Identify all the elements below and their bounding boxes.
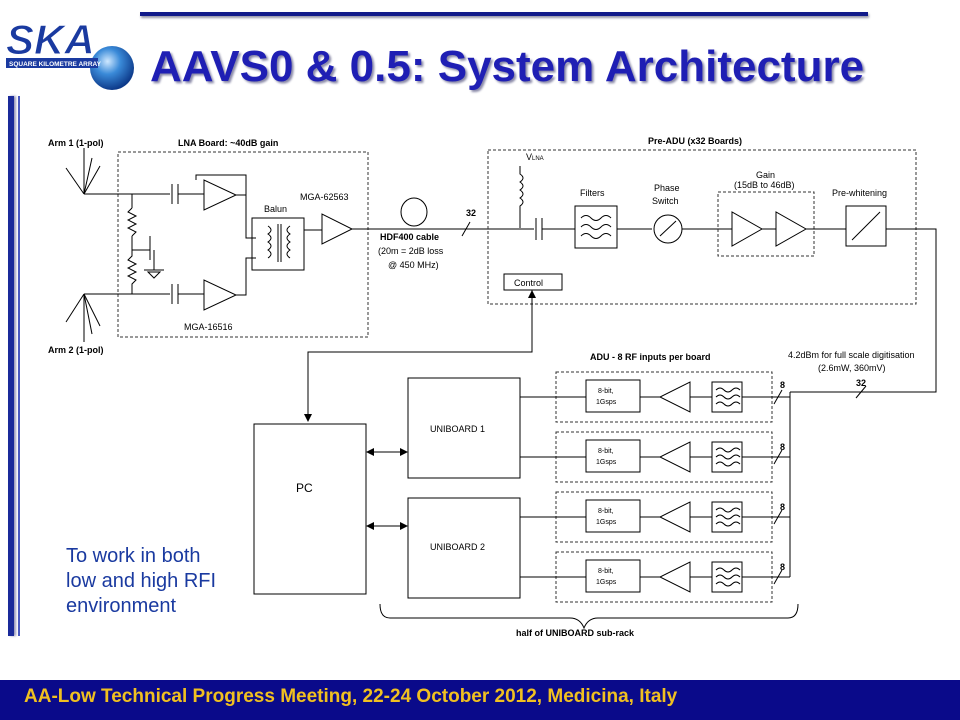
cable-title: HDF400 cable — [380, 232, 439, 242]
phase-label-1: Phase — [654, 183, 680, 193]
lna-amp-2-icon — [203, 279, 238, 311]
rfi-note: To work in both low and high RFI environ… — [66, 544, 216, 619]
antenna-arm2-icon — [65, 293, 101, 342]
pc-label: PC — [296, 481, 313, 495]
note-line-3: environment — [66, 595, 177, 617]
count-8-row4: 8 — [780, 562, 785, 572]
gain-stage-box — [717, 191, 815, 257]
adc-rate-1: 1Gsps — [596, 399, 617, 406]
pre-adu-label: Pre-ADU (x32 Boards) — [648, 136, 742, 146]
inductor-icon — [519, 166, 524, 228]
filter-icon — [574, 205, 618, 249]
gain-label-2: (15dB to 46dB) — [734, 180, 795, 190]
balun-icon — [251, 217, 305, 271]
fullscale-line2: (2.6mW, 360mV) — [818, 363, 886, 373]
cable-line2: (20m = 2dB loss — [378, 246, 444, 256]
note-line-2: low and high RFI — [66, 570, 217, 592]
count-8-row3: 8 — [780, 502, 785, 512]
cable-line3: @ 450 MHz) — [388, 260, 439, 270]
subrack-brace — [379, 603, 799, 630]
adc-label-2: 8-bit, — [598, 448, 614, 455]
prewhitening-label: Pre-whitening — [832, 188, 887, 198]
count-32-cable: 32 — [466, 208, 476, 218]
adc-label-3: 8-bit, — [598, 508, 614, 515]
uniboard-1-label: UNIBOARD 1 — [430, 424, 485, 434]
footer-text: AA-Low Technical Progress Meeting, 22-24… — [24, 686, 678, 707]
adc-label-4: 8-bit, — [598, 568, 614, 575]
phase-label-2: Switch — [652, 196, 679, 206]
note-line-1: To work in both — [66, 545, 201, 567]
system-architecture-diagram: Arm 1 (1-pol) Arm 2 (1-pol) LNA Board: ~… — [48, 136, 937, 638]
mga16516-label: MGA-16516 — [184, 322, 233, 332]
gain-label-1: Gain — [756, 170, 775, 180]
adu-row-3: 8-bit, 1Gsps 8 — [520, 491, 790, 543]
logo-text: SKA — [6, 16, 95, 63]
left-rule-inner — [18, 96, 20, 636]
adu-row-2: 8-bit, 1Gsps 8 — [520, 431, 790, 483]
arm2-label: Arm 2 (1-pol) — [48, 345, 104, 355]
adc-label-1: 8-bit, — [598, 388, 614, 395]
uniboard-2-box — [407, 497, 521, 599]
control-box — [503, 273, 563, 291]
antenna-arm1-icon — [65, 148, 101, 195]
count-8-row2: 8 — [780, 442, 785, 452]
adc-rate-4: 1Gsps — [596, 579, 617, 586]
output-amp-icon — [321, 213, 354, 245]
lna-amp-1-icon — [203, 179, 238, 211]
balun-label: Balun — [264, 204, 287, 214]
arm1-label: Arm 1 (1-pol) — [48, 138, 104, 148]
logo-subtext: SQUARE KILOMETRE ARRAY — [9, 61, 102, 68]
adu-row-4: 8-bit, 1Gsps 8 — [520, 551, 790, 603]
lna-board-label: LNA Board: ~40dB gain — [178, 138, 278, 148]
fullscale-line1: 4.2dBm for full scale digitisation — [788, 350, 915, 360]
count-32-adu: 32 — [856, 378, 866, 388]
gain-amp-1-icon — [731, 211, 764, 247]
mga62563-label: MGA-62563 — [300, 192, 349, 202]
gain-amp-2-icon — [775, 211, 808, 247]
adu-title: ADU - 8 RF inputs per board — [590, 352, 711, 362]
pre-adu-box — [487, 149, 917, 305]
control-label: Control — [514, 278, 543, 288]
subrack-label: half of UNIBOARD sub-rack — [516, 628, 635, 638]
slide-title: AAVS0 & 0.5: System Architecture — [150, 42, 865, 91]
footer-bar — [0, 680, 960, 720]
pc-box — [253, 423, 367, 595]
cable-coil-icon — [400, 197, 428, 227]
adc-rate-2: 1Gsps — [596, 459, 617, 466]
ska-logo: SKA SQUARE KILOMETRE ARRAY — [6, 16, 134, 90]
top-rule — [140, 12, 868, 16]
lna-board-box — [117, 151, 369, 338]
globe-icon — [90, 46, 134, 90]
left-rule — [8, 96, 14, 636]
filters-label: Filters — [580, 188, 605, 198]
count-8-row1: 8 — [780, 380, 785, 390]
uniboard-2-label: UNIBOARD 2 — [430, 542, 485, 552]
uniboard-1-box — [407, 377, 521, 479]
vlna-label: VLNA — [526, 152, 544, 162]
adc-rate-3: 1Gsps — [596, 519, 617, 526]
adu-row-1: 8-bit, 1Gsps 8 — [520, 371, 790, 423]
